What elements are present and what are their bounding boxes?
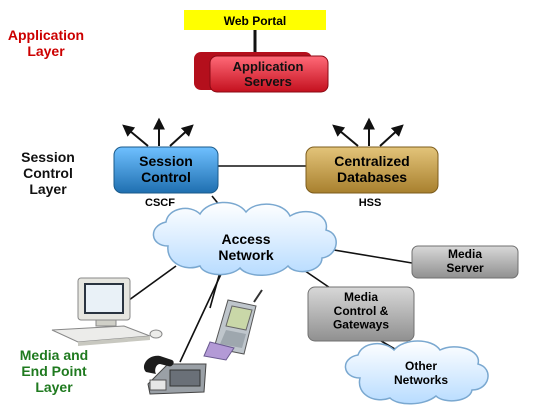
central-db-arrows bbox=[332, 117, 404, 147]
access-network-label-line: Network bbox=[218, 247, 273, 263]
session-layer-label-line: Layer bbox=[29, 181, 67, 197]
web-portal-label: Web Portal bbox=[224, 14, 286, 28]
media-server-label-line: Server bbox=[446, 261, 484, 275]
media-control-label-line: Media bbox=[344, 290, 378, 304]
application-layer-label-line: Application bbox=[8, 27, 84, 43]
access-to-deskphone-line bbox=[179, 271, 223, 363]
access-network-cloud bbox=[152, 201, 337, 276]
access-network-label-line: Access bbox=[221, 231, 270, 247]
central-db-label-line: Centralized bbox=[334, 153, 409, 169]
media-control-label-line: Control & bbox=[334, 304, 389, 318]
media-layer-label-line: Layer bbox=[35, 379, 73, 395]
media-control-label-line: Gateways bbox=[333, 318, 389, 332]
central-db-label-line: Databases bbox=[337, 169, 407, 185]
access-to-media-server-line bbox=[321, 247, 413, 264]
mobile-phone-icon bbox=[203, 289, 263, 361]
session-control-label-line: Session bbox=[139, 153, 193, 169]
cscf-caption: CSCF bbox=[145, 197, 175, 209]
desk-phone-icon bbox=[143, 355, 207, 395]
session-control-box bbox=[113, 146, 219, 194]
central-db-box bbox=[305, 146, 439, 194]
other-networks-label-line: Networks bbox=[394, 373, 448, 387]
web-portal-label-line: Web Portal bbox=[224, 14, 286, 28]
app-servers-box bbox=[209, 55, 329, 93]
other-networks-label-line: Other bbox=[405, 359, 437, 373]
session-control-label-line: Control bbox=[141, 169, 191, 185]
media-layer-label-line: End Point bbox=[21, 363, 87, 379]
app-servers-label-line: Application bbox=[233, 59, 304, 74]
session-control-arrows bbox=[122, 117, 194, 147]
web-portal-box bbox=[184, 10, 326, 30]
media-server-label-line: Media bbox=[448, 247, 482, 261]
session-layer-label-line: Control bbox=[23, 165, 73, 181]
computer-icon bbox=[51, 277, 163, 346]
application-layer-label-line: Layer bbox=[27, 43, 65, 59]
other-networks-cloud bbox=[344, 340, 489, 405]
media-control-box bbox=[307, 286, 415, 342]
media-server-box bbox=[411, 245, 519, 279]
media-layer-label-line: Media and bbox=[20, 347, 88, 363]
access-to-mobile-line bbox=[209, 271, 221, 309]
app-servers-label-line: Servers bbox=[244, 74, 292, 89]
hss-caption: HSS bbox=[359, 197, 382, 209]
session-layer-label-line: Session bbox=[21, 149, 75, 165]
